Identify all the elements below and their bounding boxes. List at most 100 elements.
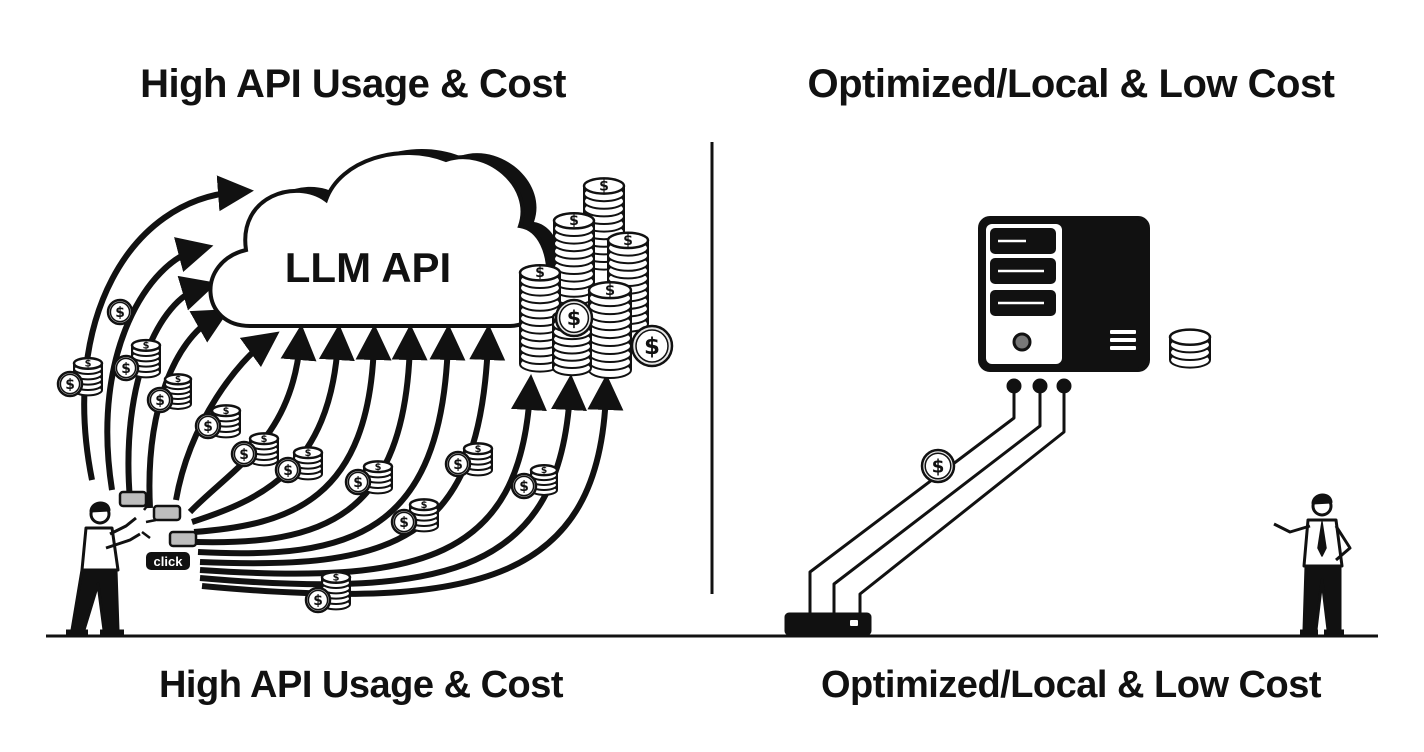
dollar-coin: $ [344,468,372,496]
llm-api-cloud: LLM API [208,149,563,328]
dollar-coin: $ [510,472,538,500]
key-tile [118,490,148,508]
coin-stack: $ [587,280,633,379]
dollar-coin: $ [112,354,140,382]
dollar-coin: $ [194,412,222,440]
man-arm [1334,525,1352,562]
currency-symbol: $ [283,463,293,479]
request-arrow [199,374,587,588]
currency-symbol: $ [421,500,428,511]
cloud-body [208,151,550,328]
right-panel-caption: Optimized/Local & Low Cost [820,664,1322,706]
dollar-coin: $ [554,298,594,338]
currency-symbol: $ [143,340,150,351]
server-vent [1110,330,1136,334]
coin-stack: $ [462,442,494,477]
currency-symbol: $ [644,334,660,360]
currency-symbol: $ [541,466,547,476]
right-panel-title: Optimized/Local & Low Cost [807,62,1335,106]
left-panel-caption: High API Usage & Cost [158,664,564,706]
currency-symbol: $ [305,448,312,459]
server-vent [1110,346,1136,350]
currency-symbol: $ [203,419,213,435]
coin-stack: $ [529,464,559,496]
money-pile: $ $ $ $ $ $ $ [518,177,674,379]
cloud-label: LLM API [285,244,451,291]
flying-coin-stacks: $ $ $ $ $ $ $ $ $ $ $ $ $ $ $ $ $ $ $ $ $ $ $ [56,298,559,614]
user-arm [105,532,141,550]
dollar-coin: $ [304,586,332,614]
click-badge-label: click [154,554,184,569]
currency-symbol: $ [399,515,409,531]
key-tile [152,504,182,522]
dollar-coin: $ [390,508,418,536]
click-sparks [141,501,157,539]
coin-stack [1168,328,1212,369]
request-arrow [195,324,428,546]
server-vent [1110,338,1136,342]
currency-symbol: $ [519,479,529,495]
request-arrow [193,324,392,535]
currency-symbol: $ [85,358,92,369]
coin-stack: $ [248,432,280,467]
currency-symbol: $ [115,305,125,321]
currency-symbol: $ [313,593,323,609]
dollar-coin: $ [274,456,302,484]
key-tile [168,530,198,548]
dollar-coin: $ [630,324,674,368]
currency-symbol: $ [475,444,482,455]
server-cables [784,378,1072,636]
user-legs [70,568,120,632]
power-button [1012,332,1032,352]
currency-symbol: $ [333,572,340,583]
currency-symbol: $ [65,377,75,393]
dollar-coin: $ [106,298,134,326]
request-arrow [173,331,280,501]
local-server [978,216,1150,372]
man-legs [1302,564,1342,632]
man-hair [1311,493,1333,505]
request-arrow [199,374,547,577]
click-badge-bg [146,552,190,570]
floating-keys [118,490,198,548]
currency-symbol: $ [599,178,609,194]
man-arm-pointing [1273,522,1311,534]
currency-symbol: $ [353,475,363,491]
currency-symbol: $ [239,447,249,463]
currency-symbol: $ [261,434,268,445]
currency-symbol: $ [932,456,945,477]
cable [808,386,1016,614]
cable-base [784,612,872,636]
currency-symbol: $ [535,265,545,281]
currency-symbol: $ [569,213,579,229]
clicking-user [66,501,157,635]
dollar-coin: $ [56,370,84,398]
currency-symbol: $ [175,375,181,385]
currency-symbol: $ [223,406,230,417]
request-arrow [197,324,466,557]
dollar-coin: $ [920,448,956,484]
cable [832,386,1042,614]
dollar-coin: $ [230,440,258,468]
man-tie [1317,521,1327,557]
dollar-coin: $ [444,450,472,478]
left-panel-title: High API Usage & Cost [140,62,566,106]
user-torso [80,526,120,572]
presenting-man [1273,493,1352,635]
request-arrow [81,175,254,481]
dollar-coin: $ [146,386,174,414]
currency-symbol: $ [567,306,581,330]
currency-symbol: $ [155,393,165,409]
low-cost-coins: $ [920,328,1212,484]
currency-symbol: $ [121,361,131,377]
currency-symbol: $ [605,282,615,299]
currency-symbol: $ [453,457,463,473]
user-hair [89,501,111,513]
click-badge[interactable]: click [146,552,190,570]
coin-stack: $ [518,263,562,373]
user-arm [109,516,137,536]
cable [858,386,1066,614]
currency-symbol: $ [623,233,633,249]
coin-stack: $ [362,460,394,495]
